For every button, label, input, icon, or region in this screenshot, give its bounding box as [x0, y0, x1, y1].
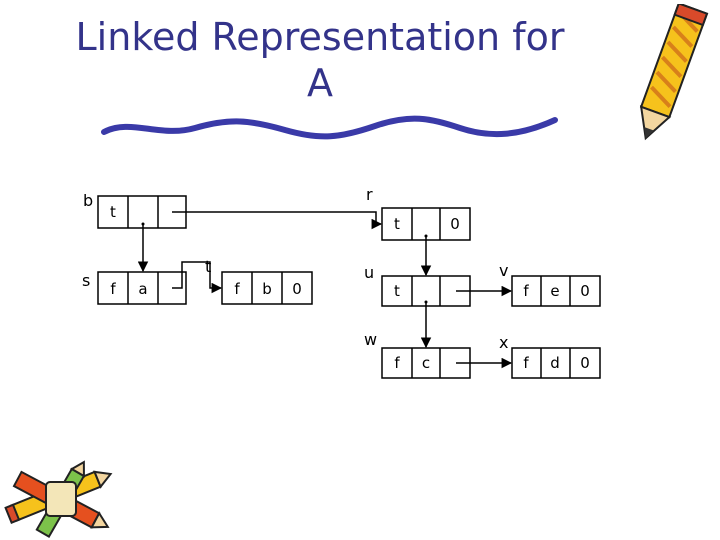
node-v: v f e 0 [499, 261, 601, 307]
node-v-link: 0 [580, 282, 590, 300]
node-x: x f d 0 [499, 333, 601, 379]
node-b: b t [83, 191, 187, 229]
node-label-t: t [205, 257, 211, 276]
node-label-w: w [364, 330, 377, 349]
squiggle-underline [101, 115, 558, 140]
node-v-data: e [550, 282, 559, 300]
node-label-b: b [83, 191, 93, 210]
node-u-tag: t [394, 282, 400, 300]
node-w-data: c [422, 354, 430, 372]
node-r-link: 0 [450, 215, 460, 233]
node-t-tag: f [234, 280, 240, 298]
node-t-data: b [262, 280, 272, 298]
arrow-s-to-t [172, 261, 223, 294]
node-r: r t 0 [366, 185, 471, 241]
title-line-2: A [307, 61, 333, 105]
node-s-tag: f [110, 280, 116, 298]
node-x-link: 0 [580, 354, 590, 372]
node-t: t f b 0 [205, 257, 313, 305]
node-t-link: 0 [292, 280, 302, 298]
slide-title: Linked Representation for A [60, 14, 580, 106]
node-label-u: u [364, 263, 374, 282]
node-b-tag: t [110, 203, 116, 221]
pencils-bundle-icon [4, 460, 113, 539]
pointer-dot [141, 222, 145, 226]
node-r-tag: t [394, 215, 400, 233]
node-w-tag: f [394, 354, 400, 372]
node-x-data: d [550, 354, 560, 372]
title-line-1: Linked Representation for [75, 15, 565, 59]
pencil-icon [639, 4, 709, 141]
node-w: w f c [364, 330, 471, 379]
node-u: u t [364, 263, 471, 307]
node-x-tag: f [523, 354, 529, 372]
node-label-x: x [499, 333, 508, 352]
node-v-tag: f [523, 282, 529, 300]
node-s: s f a [82, 271, 187, 305]
node-label-s: s [82, 271, 90, 290]
node-label-v: v [499, 261, 508, 280]
node-label-r: r [366, 185, 373, 204]
arrow-b-to-r [172, 211, 383, 230]
node-s-data: a [138, 280, 147, 298]
